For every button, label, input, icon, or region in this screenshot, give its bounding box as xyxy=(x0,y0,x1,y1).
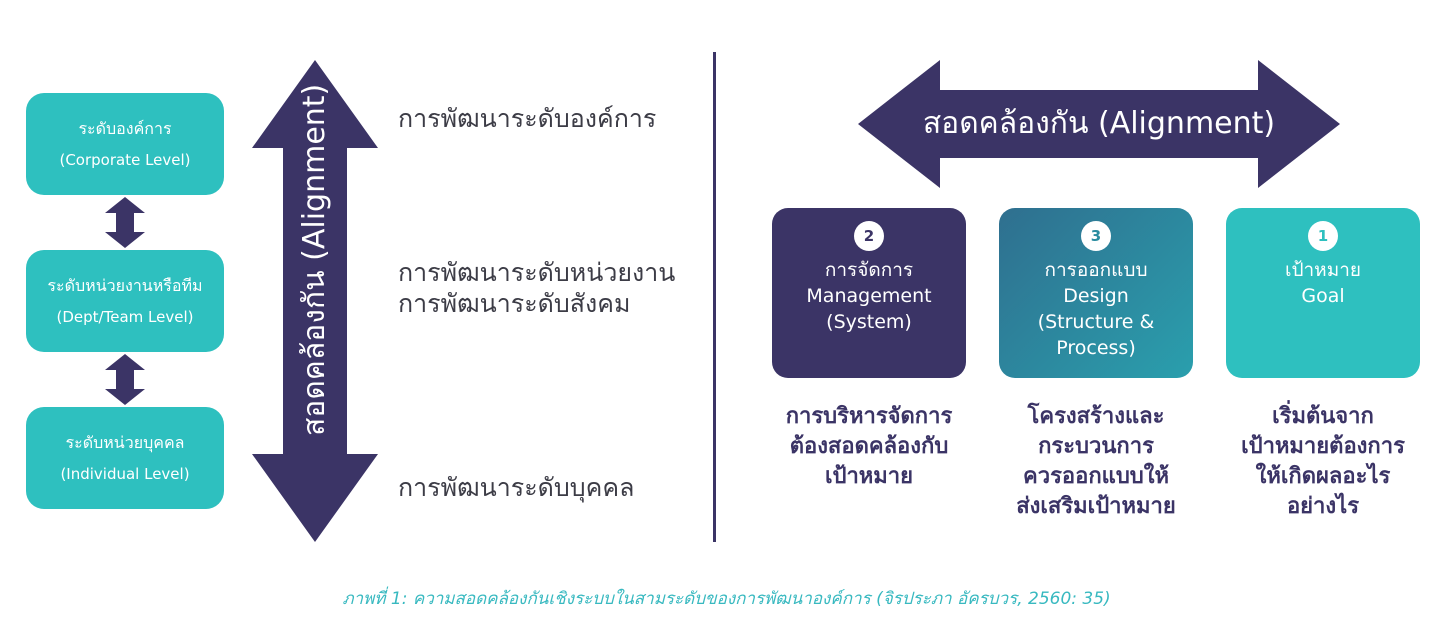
figure-caption: ภาพที่ 1: ความสอดคล้องกันเชิงระบบในสามระ… xyxy=(342,589,1111,609)
card-line: Goal xyxy=(1301,285,1345,307)
card-line: Process) xyxy=(1056,337,1136,359)
description-line: เป้าหมาย xyxy=(824,464,914,489)
dev-label-individual: การพัฒนาระดับบุคคล xyxy=(398,473,635,502)
description-line: ต้องสอดคล้องกับ xyxy=(789,434,949,459)
card-line: เป้าหมาย xyxy=(1284,259,1362,281)
step-number-badge: 3 xyxy=(1081,221,1111,251)
level-thai-label: ระดับองค์การ xyxy=(78,119,172,138)
horizontal-alignment-label: สอดคล้องกัน (Alignment) xyxy=(922,106,1276,141)
level-english-label: (Corporate Level) xyxy=(59,151,191,169)
description-line: การบริหารจัดการ xyxy=(785,404,953,429)
card-line: (System) xyxy=(826,311,912,333)
card-line: การออกแบบ xyxy=(1044,259,1148,281)
description-line: เป้าหมายต้องการ xyxy=(1241,434,1405,459)
description-line: ให้เกิดผลอะไร xyxy=(1255,464,1391,489)
card-line: Design xyxy=(1063,285,1129,307)
description-management: การบริหารจัดการ ต้องสอดคล้องกับ เป้าหมาย xyxy=(754,402,984,492)
vertical-divider xyxy=(713,52,716,542)
level-english-label: (Individual Level) xyxy=(60,465,190,483)
level-box-dept: ระดับหน่วยงานหรือทีม (Dept/Team Level) xyxy=(26,250,224,352)
description-line: ควรออกแบบให้ xyxy=(1023,464,1169,489)
description-line: โครงสร้างและ xyxy=(1027,404,1165,429)
card-management: 2 การจัดการ Management (System) xyxy=(772,208,966,378)
dev-label-social: การพัฒนาระดับสังคม xyxy=(398,289,631,318)
step-number-badge: 1 xyxy=(1308,221,1338,251)
horizontal-alignment-arrow-icon xyxy=(858,60,1340,188)
level-box-individual: ระดับหน่วยบุคคล (Individual Level) xyxy=(26,407,224,509)
card-line: การจัดการ xyxy=(824,259,914,281)
description-design: โครงสร้างและ กระบวนการ ควรออกแบบให้ ส่งเ… xyxy=(981,402,1211,522)
level-thai-label: ระดับหน่วยงานหรือทีม xyxy=(47,276,203,295)
description-line: ส่งเสริมเป้าหมาย xyxy=(1016,494,1176,519)
level-english-label: (Dept/Team Level) xyxy=(56,308,194,326)
connector-double-arrow-icon xyxy=(105,354,145,405)
step-number-badge: 2 xyxy=(854,221,884,251)
card-line: Management xyxy=(806,285,932,307)
description-goal: เริ่มต้นจาก เป้าหมายต้องการ ให้เกิดผลอะไ… xyxy=(1208,402,1438,522)
description-line: เริ่มต้นจาก xyxy=(1272,404,1374,429)
dev-label-dept: การพัฒนาระดับหน่วยงาน xyxy=(398,258,676,287)
connector-double-arrow-icon xyxy=(105,197,145,248)
level-box-corporate: ระดับองค์การ (Corporate Level) xyxy=(26,93,224,195)
vertical-alignment-label: สอดคล้องกัน (Alignment) xyxy=(297,83,332,436)
card-goal: 1 เป้าหมาย Goal xyxy=(1226,208,1420,378)
card-design: 3 การออกแบบ Design (Structure & Process) xyxy=(999,208,1193,378)
level-thai-label: ระดับหน่วยบุคคล xyxy=(65,433,185,452)
vertical-alignment-arrow-icon xyxy=(252,60,378,542)
dev-label-org: การพัฒนาระดับองค์การ xyxy=(398,104,657,133)
description-line: อย่างไร xyxy=(1286,494,1360,519)
description-line: กระบวนการ xyxy=(1038,434,1154,459)
card-line: (Structure & xyxy=(1037,311,1155,333)
